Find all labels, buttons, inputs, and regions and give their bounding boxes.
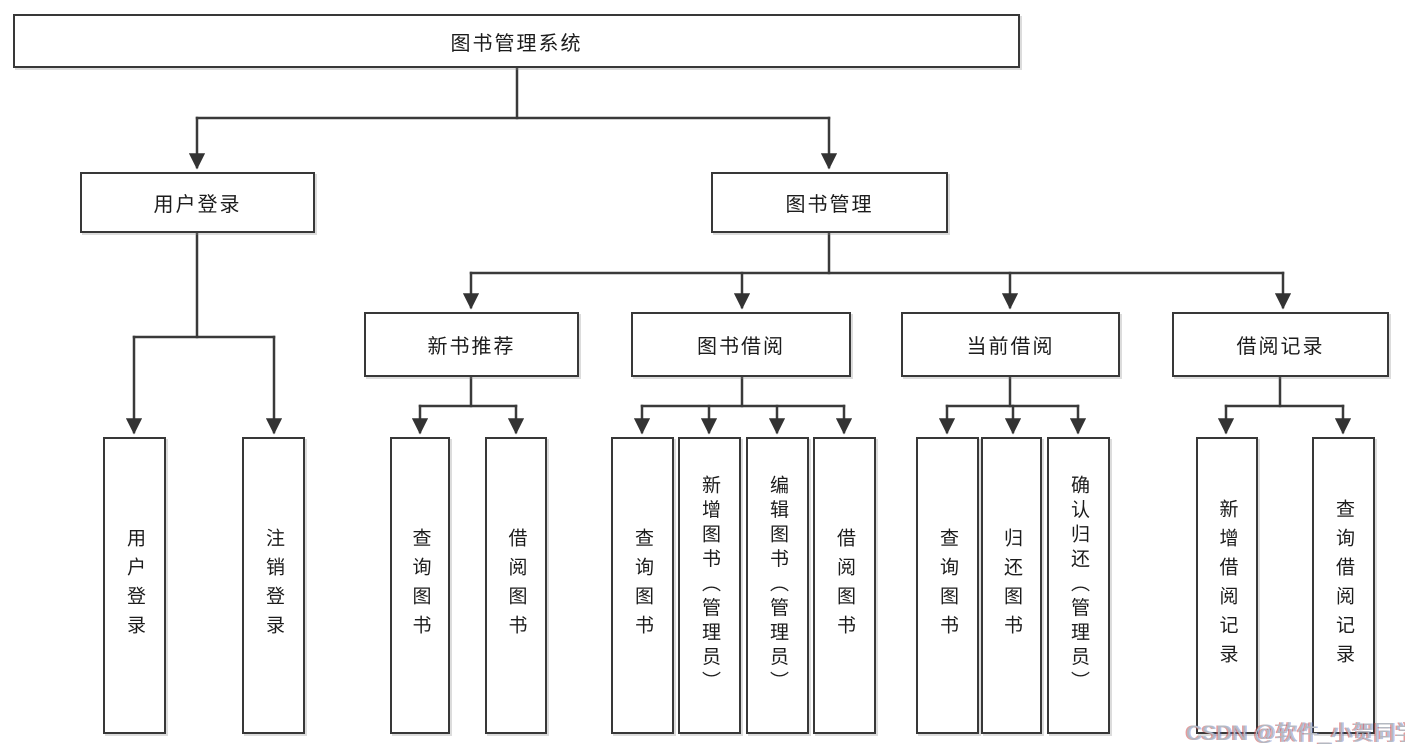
node-current-borrowing: 当前借阅 xyxy=(901,312,1120,377)
node-borrowing-records: 借阅记录 xyxy=(1172,312,1389,377)
leaf-user-login: 用户登录 xyxy=(103,437,166,734)
leaf-query-borrow-record-label: 查询借阅记录 xyxy=(1333,498,1354,673)
leaf-add-borrow-record-label: 新增借阅记录 xyxy=(1216,498,1238,673)
leaf-borrow-books-recommend: 借阅图书 xyxy=(485,437,547,734)
node-borrowing-records-label: 借阅记录 xyxy=(1236,336,1325,358)
node-book-borrowing-label: 图书借阅 xyxy=(697,336,785,358)
node-new-book-recommend-label: 新书推荐 xyxy=(427,336,516,358)
leaf-borrow-books-recommend-label: 借阅图书 xyxy=(505,527,527,644)
node-root-system: 图书管理系统 xyxy=(13,14,1020,68)
leaf-query-books-current-label: 查询图书 xyxy=(937,527,958,644)
leaf-borrow-books: 借阅图书 xyxy=(813,437,876,734)
leaf-query-books-current: 查询图书 xyxy=(916,437,979,734)
leaf-return-books: 归还图书 xyxy=(981,437,1042,734)
leaf-add-borrow-record: 新增借阅记录 xyxy=(1196,437,1258,734)
leaf-confirm-return-admin: 确认归还（管理员） xyxy=(1047,437,1110,734)
node-user-login-label: 用户登录 xyxy=(153,194,242,216)
leaf-user-login-label: 用户登录 xyxy=(124,527,145,644)
leaf-add-books-admin: 新增图书（管理员） xyxy=(678,437,741,734)
node-book-borrowing: 图书借阅 xyxy=(631,312,851,377)
leaf-query-books-borrowing: 查询图书 xyxy=(611,437,674,734)
node-user-login: 用户登录 xyxy=(80,172,315,233)
leaf-query-books-borrowing-label: 查询图书 xyxy=(632,527,653,644)
leaf-edit-books-admin: 编辑图书（管理员） xyxy=(746,437,809,734)
leaf-add-books-admin-label: 新增图书（管理员） xyxy=(699,475,720,696)
leaf-query-borrow-record: 查询借阅记录 xyxy=(1312,437,1375,734)
leaf-borrow-books-label: 借阅图书 xyxy=(834,527,855,644)
leaf-return-books-label: 归还图书 xyxy=(1001,527,1022,644)
leaf-logout-label: 注销登录 xyxy=(263,527,284,644)
leaf-edit-books-admin-label: 编辑图书（管理员） xyxy=(767,475,788,696)
leaf-logout: 注销登录 xyxy=(242,437,305,734)
node-current-borrowing-label: 当前借阅 xyxy=(966,336,1055,358)
leaf-query-books-recommend: 查询图书 xyxy=(390,437,450,734)
node-root-label: 图书管理系统 xyxy=(450,32,583,55)
node-book-management-label: 图书管理 xyxy=(785,194,874,216)
node-new-book-recommend: 新书推荐 xyxy=(364,312,579,377)
leaf-confirm-return-admin-label: 确认归还（管理员） xyxy=(1068,475,1089,696)
node-book-management: 图书管理 xyxy=(711,172,948,233)
leaf-query-books-recommend-label: 查询图书 xyxy=(409,527,431,644)
csdn-watermark: CSDN @软件_小贺同学 xyxy=(1186,722,1405,745)
